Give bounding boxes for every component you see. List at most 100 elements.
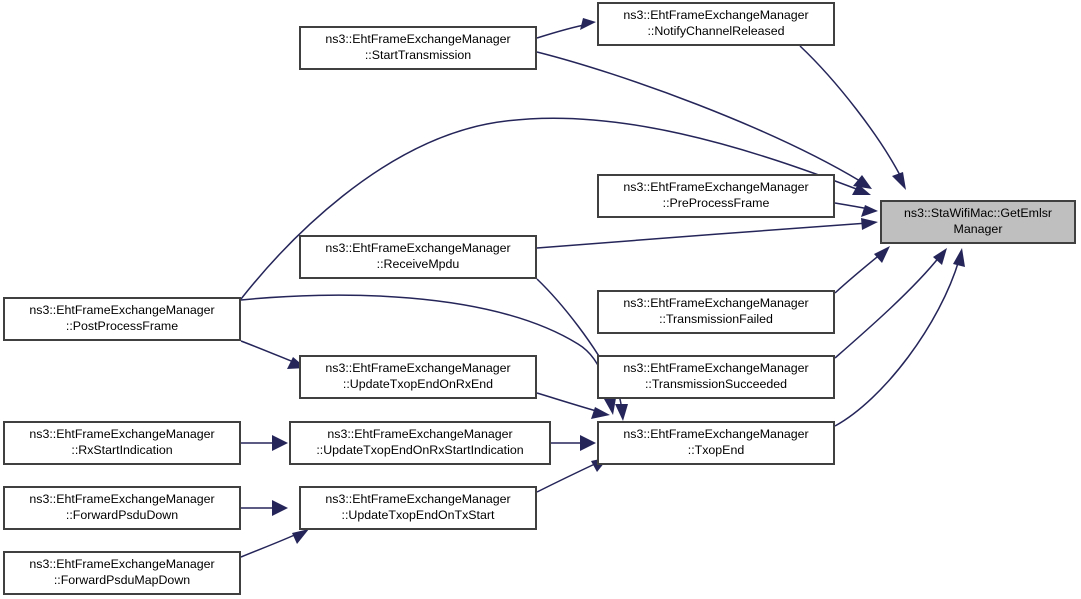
node-box[interactable]	[299, 355, 537, 399]
node-label-line2: ::TransmissionSucceeded	[645, 377, 787, 391]
node-label-line2: ::PreProcessFrame	[663, 196, 770, 210]
arrowhead-icon	[591, 407, 610, 419]
edge-line	[799, 45, 903, 180]
arrowhead-icon	[580, 18, 596, 30]
arrowhead-icon	[861, 205, 878, 217]
edge-pre_process_frame-to-get_emlsr_manager	[834, 202, 878, 217]
arrowhead-icon	[292, 529, 309, 544]
node-label-line2: ::UpdateTxopEndOnRxEnd	[343, 377, 493, 391]
node-label-line1: ns3::EhtFrameExchangeManager	[327, 427, 512, 441]
node-label-line1: ns3::EhtFrameExchangeManager	[623, 180, 808, 194]
arrowhead-icon	[852, 184, 871, 195]
graph-node-receive_mpdu[interactable]: ns3::EhtFrameExchangeManager::ReceiveMpd…	[299, 235, 537, 279]
arrowhead-icon	[861, 218, 878, 230]
edge-line	[834, 255, 941, 359]
node-label: ns3::EhtFrameExchangeManager::UpdateTxop…	[325, 492, 510, 522]
edge-update_txop_end_on_rx_end-to-txop_end	[536, 392, 610, 419]
node-label: ns3::EhtFrameExchangeManager::ForwardPsd…	[29, 557, 214, 587]
edge-line	[240, 117, 860, 300]
node-label: ns3::EhtFrameExchangeManager::RxStartInd…	[29, 427, 214, 457]
edge-line	[240, 340, 297, 364]
node-label: ns3::EhtFrameExchangeManager::NotifyChan…	[623, 8, 808, 38]
node-label-line2: ::PostProcessFrame	[66, 319, 178, 333]
edge-forward_psdu_down-to-update_txop_end_on_tx_start	[241, 500, 288, 516]
arrowhead-icon	[874, 246, 890, 263]
node-label: ns3::EhtFrameExchangeManager::ForwardPsd…	[29, 492, 214, 522]
graph-node-start_transmission[interactable]: ns3::EhtFrameExchangeManager::StartTrans…	[299, 26, 537, 70]
node-label-line2: ::UpdateTxopEndOnTxStart	[342, 508, 495, 522]
graph-node-update_txop_end_on_rx_end[interactable]: ns3::EhtFrameExchangeManager::UpdateTxop…	[299, 355, 537, 399]
node-box[interactable]	[597, 174, 835, 218]
edge-line	[834, 259, 960, 427]
node-label-line2: ::RxStartIndication	[71, 443, 172, 457]
graph-node-forward_psdu_map_down[interactable]: ns3::EhtFrameExchangeManager::ForwardPsd…	[3, 551, 241, 595]
edge-update_txop_end_on_rx_start_indication-to-txop_end	[551, 435, 596, 451]
arrowhead-icon	[853, 175, 872, 189]
node-box[interactable]	[3, 297, 241, 341]
node-label: ns3::EhtFrameExchangeManager::Transmissi…	[623, 296, 808, 326]
node-box[interactable]	[289, 421, 551, 465]
edge-line	[536, 51, 861, 182]
edge-line	[834, 252, 883, 294]
node-box[interactable]	[3, 421, 241, 465]
node-box[interactable]	[597, 421, 835, 465]
node-label: ns3::EhtFrameExchangeManager::PreProcess…	[623, 180, 808, 210]
edge-start_transmission-to-get_emlsr_manager	[536, 51, 872, 189]
node-label-line2: ::NotifyChannelReleased	[647, 24, 784, 38]
node-box[interactable]	[3, 486, 241, 530]
graph-node-post_process_frame[interactable]: ns3::EhtFrameExchangeManager::PostProces…	[3, 297, 241, 341]
edge-post_process_frame-to-update_txop_end_on_rx_end	[240, 340, 306, 369]
arrowhead-icon	[604, 398, 616, 415]
graph-node-transmission_failed[interactable]: ns3::EhtFrameExchangeManager::Transmissi…	[597, 290, 835, 334]
node-label-line2: ::ForwardPsduMapDown	[54, 573, 190, 587]
node-box[interactable]	[597, 290, 835, 334]
graph-node-update_txop_end_on_rx_start_indication[interactable]: ns3::EhtFrameExchangeManager::UpdateTxop…	[289, 421, 551, 465]
arrowhead-icon	[580, 435, 596, 451]
edges-layer	[240, 18, 965, 558]
node-box[interactable]	[597, 355, 835, 399]
node-label-line1: ns3::EhtFrameExchangeManager	[325, 241, 510, 255]
graph-node-update_txop_end_on_tx_start[interactable]: ns3::EhtFrameExchangeManager::UpdateTxop…	[299, 486, 537, 530]
node-box[interactable]	[3, 551, 241, 595]
arrowhead-icon	[272, 435, 288, 451]
edge-start_transmission-to-notify_channel_released	[536, 18, 596, 39]
node-box[interactable]	[299, 26, 537, 70]
graph-node-forward_psdu_down[interactable]: ns3::EhtFrameExchangeManager::ForwardPsd…	[3, 486, 241, 530]
graph-node-rx_start_indication[interactable]: ns3::EhtFrameExchangeManager::RxStartInd…	[3, 421, 241, 465]
node-label-line2: ::ReceiveMpdu	[377, 257, 460, 271]
edge-line	[536, 222, 869, 249]
edge-transmission_failed-to-get_emlsr_manager	[834, 246, 890, 294]
node-label-line2: ::UpdateTxopEndOnRxStartIndication	[316, 443, 523, 457]
nodes-layer: ns3::EhtFrameExchangeManager::StartTrans…	[3, 2, 1076, 595]
edge-forward_psdu_map_down-to-update_txop_end_on_tx_start	[240, 529, 309, 558]
node-label-line1: ns3::EhtFrameExchangeManager	[29, 303, 214, 317]
node-box[interactable]	[299, 486, 537, 530]
arrowhead-icon	[933, 248, 947, 265]
graph-node-notify_channel_released[interactable]: ns3::EhtFrameExchangeManager::NotifyChan…	[597, 2, 835, 46]
graph-node-pre_process_frame[interactable]: ns3::EhtFrameExchangeManager::PreProcess…	[597, 174, 835, 218]
node-box[interactable]	[299, 235, 537, 279]
node-label: ns3::EhtFrameExchangeManager::UpdateTxop…	[325, 361, 510, 391]
node-box[interactable]	[880, 200, 1076, 244]
node-label-line1: ns3::EhtFrameExchangeManager	[623, 296, 808, 310]
edge-notify_channel_released-to-get_emlsr_manager	[799, 45, 906, 190]
node-label: ns3::EhtFrameExchangeManager::Transmissi…	[623, 361, 808, 391]
node-label-line2: ::TxopEnd	[688, 443, 745, 457]
node-box[interactable]	[597, 2, 835, 46]
graph-node-txop_end[interactable]: ns3::EhtFrameExchangeManager::TxopEndns3…	[597, 421, 835, 465]
node-label-line1: ns3::EhtFrameExchangeManager	[325, 361, 510, 375]
node-label-line1: ns3::EhtFrameExchangeManager	[623, 8, 808, 22]
edge-line	[536, 392, 601, 413]
edge-line	[834, 202, 870, 210]
edge-post_process_frame-to-get_emlsr_manager	[240, 117, 871, 300]
node-label-line2: ::ForwardPsduDown	[66, 508, 178, 522]
node-label: ns3::EhtFrameExchangeManager::StartTrans…	[325, 32, 510, 62]
node-label-line1: ns3::EhtFrameExchangeManager	[29, 427, 214, 441]
node-label-line1: ns3::EhtFrameExchangeManager	[623, 361, 808, 375]
node-label-line1: ns3::EhtFrameExchangeManager	[325, 492, 510, 506]
node-label-line1: ns3::EhtFrameExchangeManager	[29, 557, 214, 571]
graph-node-transmission_succeeded[interactable]: ns3::EhtFrameExchangeManager::Transmissi…	[597, 355, 835, 399]
arrowhead-icon	[615, 404, 628, 421]
arrowhead-icon	[953, 248, 965, 267]
